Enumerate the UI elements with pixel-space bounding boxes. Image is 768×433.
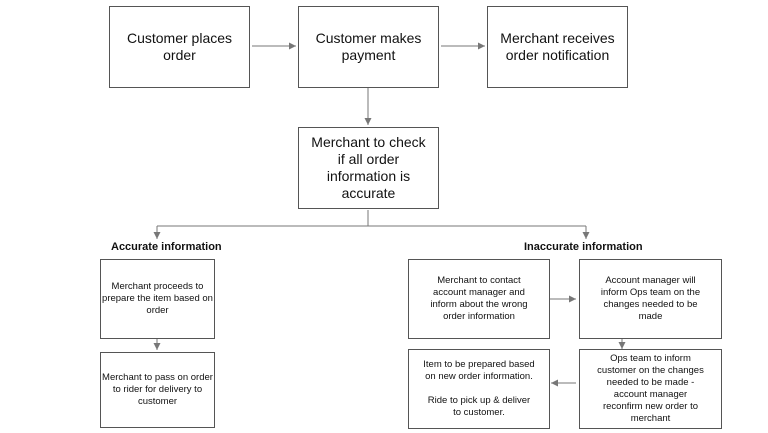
- node-am-inform-ops: Account manager will inform Ops team on …: [579, 259, 722, 339]
- node-label: Merchant to pass on order to rider for d…: [102, 372, 213, 407]
- node-label: Merchant receives order notification: [500, 30, 615, 63]
- node-label: Ops team to inform customer on the chang…: [597, 353, 704, 424]
- node-label: Customer places order: [126, 30, 233, 63]
- node-prepare-new-order: Item to be prepared based on new order i…: [408, 349, 550, 429]
- node-merchant-check-info: Merchant to check if all order informati…: [298, 127, 439, 209]
- node-label: Item to be prepared based on new order i…: [423, 359, 535, 418]
- node-label: Merchant to check if all order informati…: [311, 134, 426, 201]
- node-merchant-prepare-item: Merchant proceeds to prepare the item ba…: [100, 259, 215, 339]
- node-customer-places-order: Customer places order: [109, 6, 250, 88]
- node-label: Customer makes payment: [315, 30, 422, 63]
- node-label: Merchant to contact account manager and …: [430, 275, 528, 322]
- branch-label-accurate: Accurate information: [111, 241, 222, 253]
- node-customer-makes-payment: Customer makes payment: [298, 6, 439, 88]
- branch-label-inaccurate: Inaccurate information: [524, 241, 643, 253]
- node-merchant-pass-rider: Merchant to pass on order to rider for d…: [100, 352, 215, 428]
- node-ops-inform-customer: Ops team to inform customer on the chang…: [579, 349, 722, 429]
- node-label: Merchant proceeds to prepare the item ba…: [102, 281, 213, 316]
- node-merchant-receives-notification: Merchant receives order notification: [487, 6, 628, 88]
- node-label: Account manager will inform Ops team on …: [600, 275, 701, 322]
- node-merchant-contact-am: Merchant to contact account manager and …: [408, 259, 550, 339]
